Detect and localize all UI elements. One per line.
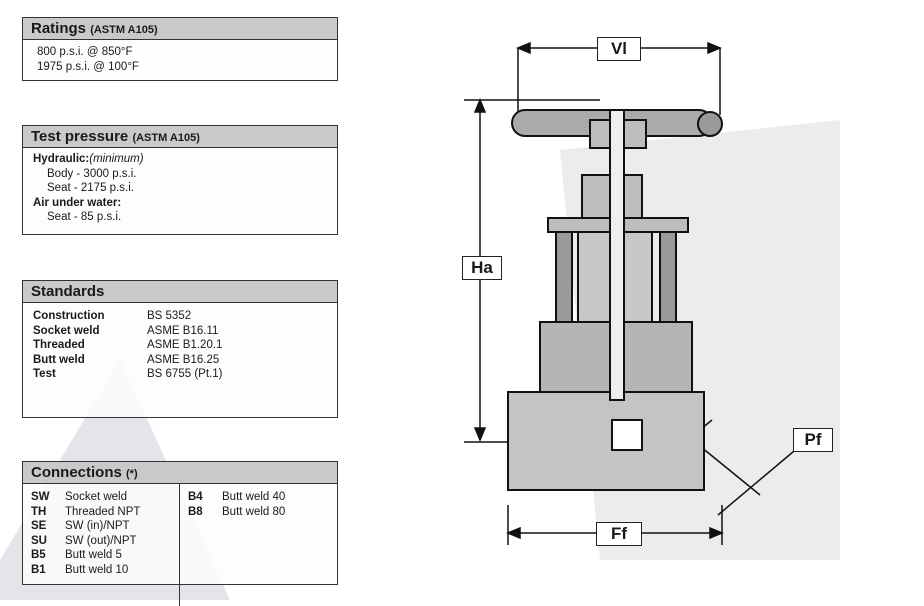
standards-title: Standards — [23, 281, 337, 303]
seat-pressure: Seat - 2175 p.s.i. — [47, 182, 134, 194]
connections-title: Connections — [31, 464, 122, 481]
air-label: Air under water: — [33, 196, 122, 209]
dimension-vl-label: Vl — [597, 37, 641, 61]
minimum-note: (minimum) — [89, 153, 144, 165]
ratings-panel: Ratings (ASTM A105) 800 p.s.i. @ 850°F 1… — [22, 17, 338, 81]
air-seat-pressure: Seat - 85 p.s.i. — [47, 211, 122, 223]
rating-line: 800 p.s.i. @ 850°F — [37, 46, 133, 58]
dimension-ff-label: Ff — [596, 522, 642, 546]
ratings-subtitle: (ASTM A105) — [90, 24, 158, 36]
connections-note: (*) — [126, 468, 138, 480]
hydraulic-label: Hydraulic: — [33, 153, 90, 165]
rating-line: 1975 p.s.i. @ 100°F — [37, 60, 139, 73]
ratings-title: Ratings — [31, 20, 87, 37]
dimension-ha-label: Ha — [462, 256, 502, 280]
body-pressure: Body - 3000 p.s.i. — [47, 167, 137, 180]
dimension-pf-label: Pf — [793, 428, 833, 452]
test-title: Test pressure — [31, 128, 129, 145]
test-pressure-panel: Test pressure (ASTM A105) Hydraulic:(min… — [22, 125, 338, 235]
test-subtitle: (ASTM A105) — [132, 132, 200, 144]
